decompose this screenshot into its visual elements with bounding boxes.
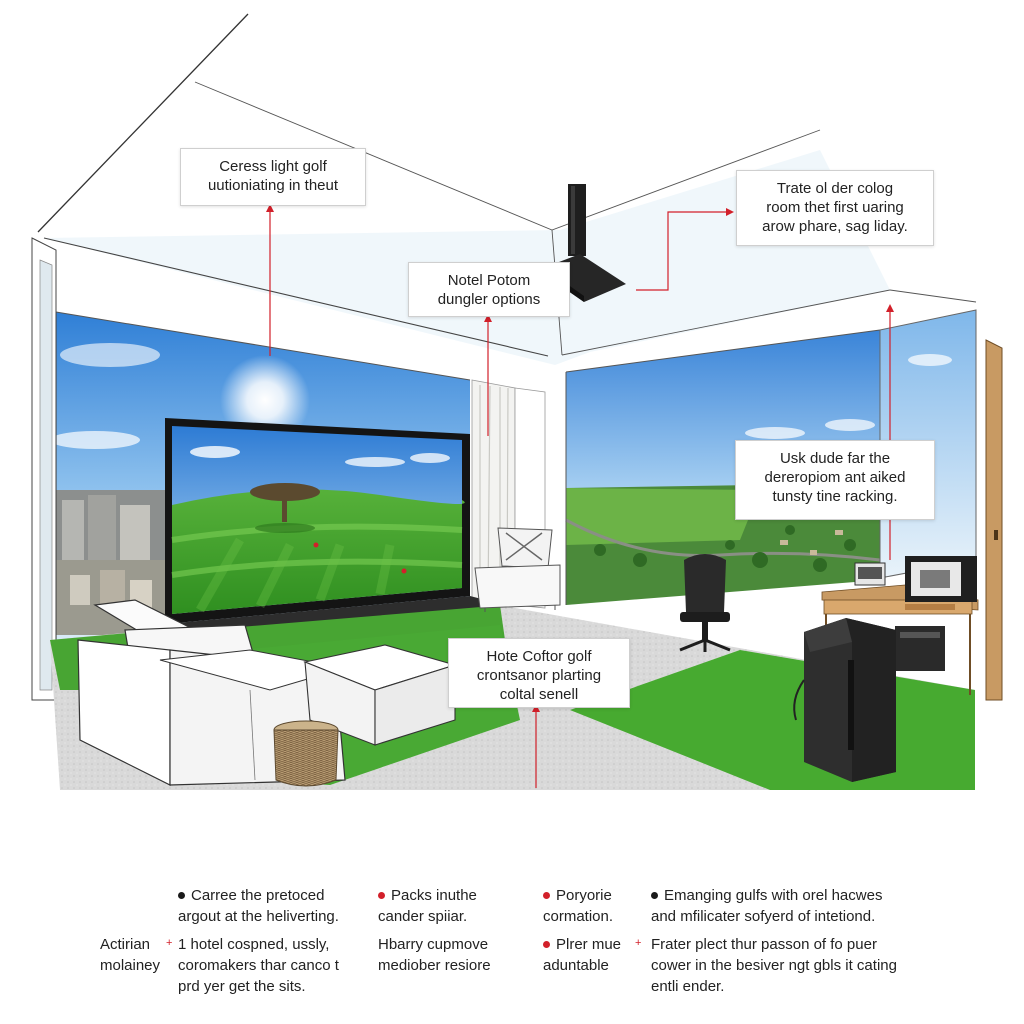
callout-window-view: Usk dude far the dereropiom ant aiked tu… <box>735 440 935 520</box>
bullet-dot <box>178 891 185 899</box>
simulator-screen <box>165 418 505 632</box>
legend-item-2: Packs inuthe cander spiiar. <box>378 887 477 925</box>
plus-marker: + <box>635 937 642 949</box>
callout-floor-turf: Hote Coftor golf crontsanor plarting col… <box>448 638 630 708</box>
bullet-dot <box>651 891 658 899</box>
bullet-dot <box>543 940 550 948</box>
legend-item-8: Frater plect thur passon of fo puer cowe… <box>651 936 897 995</box>
legend-item-7: Plrer mue aduntable <box>543 936 622 974</box>
ceiling <box>37 13 1000 385</box>
legend-row2-label: Actirian molainey <box>100 936 161 974</box>
bullet-dot <box>378 891 385 899</box>
bullet-dot <box>543 891 550 899</box>
legend-item-1: Carree the pretoced argout at the helive… <box>178 887 339 925</box>
desk <box>821 556 979 695</box>
golf-simulator-room-illustration <box>31 13 1003 790</box>
legend-item-3: Poryorie cormation. <box>543 887 614 925</box>
callout-ceiling-lighting: Ceress light golf uutioniating in theut <box>180 148 366 206</box>
office-chair <box>679 554 731 652</box>
sofa <box>77 599 346 786</box>
callout-projector: Notel Potom dungler options <box>408 262 570 317</box>
legend-item-4: Emanging gulfs with orel hacwes and mfil… <box>651 887 883 925</box>
legend-item-6: Hbarry cupmove mediober resiore <box>378 936 491 974</box>
legend-item-5: 1 hotel cospned, ussly, coromakers thar … <box>178 936 339 995</box>
tower-unit <box>793 618 896 782</box>
armchair <box>474 527 561 612</box>
plus-marker: + <box>166 937 173 949</box>
rattan-side-table <box>273 720 339 787</box>
ottoman <box>303 644 457 746</box>
callout-room: Trate ol der colog room thet first uarin… <box>736 170 934 246</box>
leader-arrowheads <box>266 204 894 712</box>
